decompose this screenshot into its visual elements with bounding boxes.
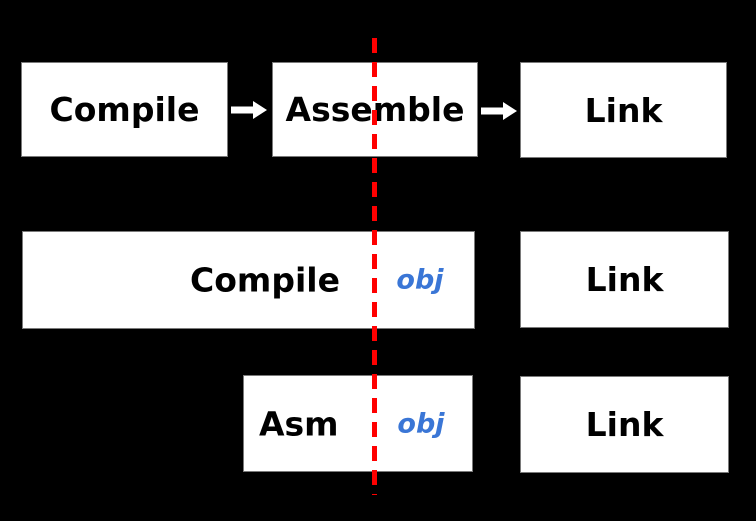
asm-obj-box-obj-label: obj [397,408,445,439]
compile-obj-box-obj-label: obj [396,264,444,296]
asm-obj-box: Asm obj [243,375,473,472]
compile-box: Compile [21,62,228,157]
right-arrow-icon [481,102,517,120]
link-box-middle: Link [520,231,729,328]
link-box-top-label: Link [584,90,663,130]
compile-obj-box-compile-label: Compile [190,260,340,300]
assemble-box-label: Assemble [285,90,465,129]
assemble-box: Assemble [272,62,478,157]
compile-obj-box: Compile obj [22,231,475,329]
link-box-bottom-label: Link [585,405,664,444]
link-box-top: Link [520,62,727,158]
link-box-middle-label: Link [585,260,664,299]
asm-obj-box-asm-label: Asm [259,404,339,443]
right-arrow-icon [231,101,267,119]
link-box-bottom: Link [520,376,729,473]
compile-box-label: Compile [49,90,200,129]
